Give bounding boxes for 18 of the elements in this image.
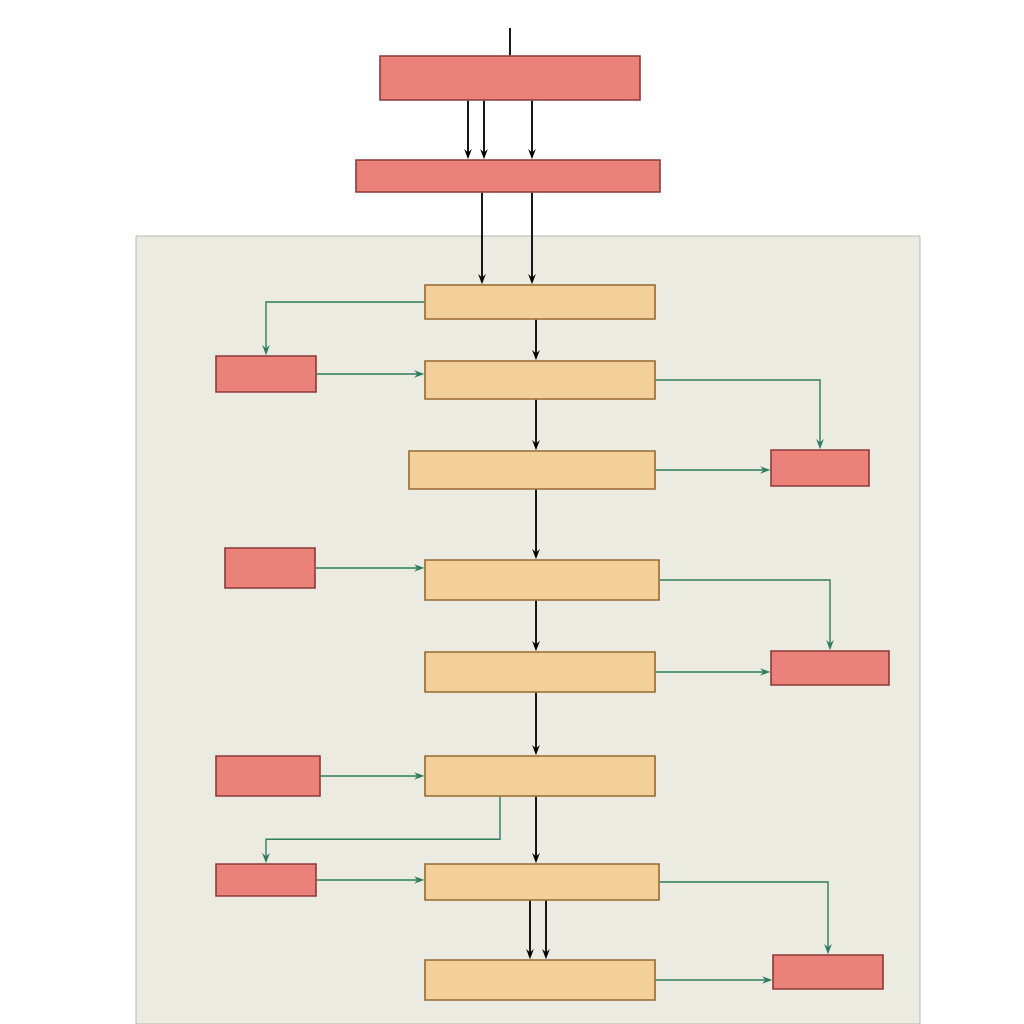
process-box [424,360,656,400]
callout-box [355,159,661,193]
callout-box [772,954,884,990]
process-box [408,450,656,490]
process-box [424,651,656,693]
process-box [424,863,660,901]
process-box [424,284,656,320]
process-box [424,559,660,601]
callout-box [770,650,890,686]
process-box [424,959,656,1001]
callout-box [215,355,317,393]
callout-box [770,449,870,487]
callout-box [215,863,317,897]
callout-box [224,547,316,589]
connector-line [509,27,511,57]
callout-box [215,755,321,797]
callout-box [379,55,641,101]
process-box [424,755,656,797]
